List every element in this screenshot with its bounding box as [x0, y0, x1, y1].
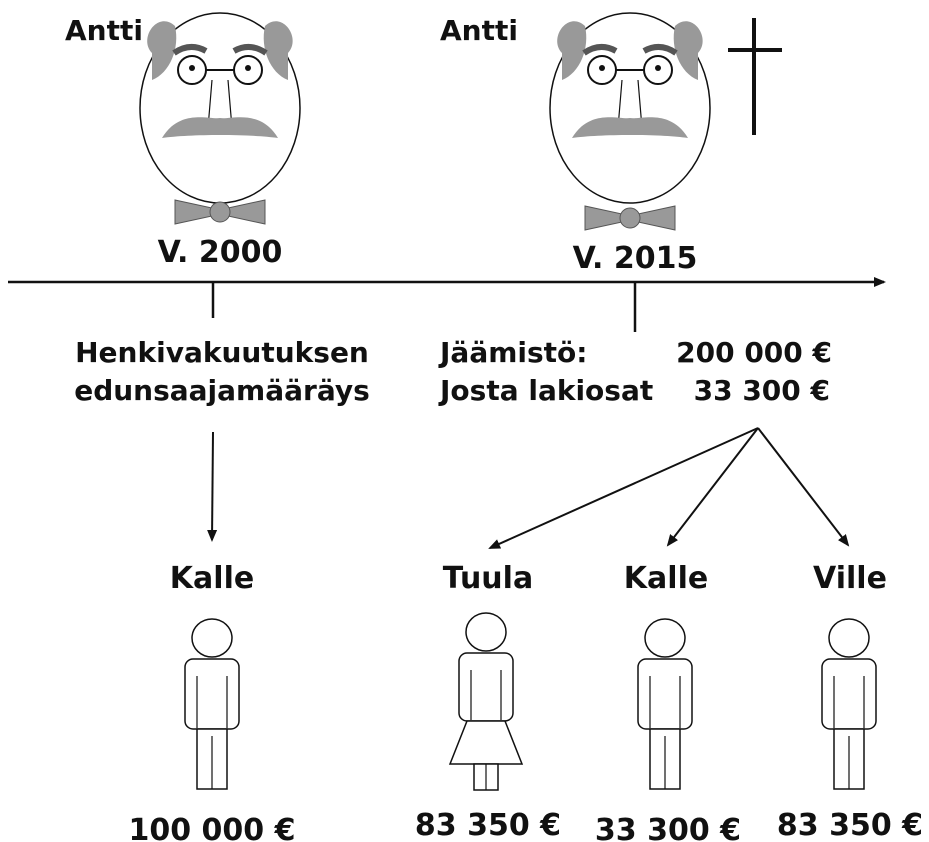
- bowtie-icon: [174, 199, 266, 225]
- antti-face-icon: [140, 13, 300, 203]
- heir-amount-tuula: 83 350 €: [415, 808, 561, 842]
- right-year-label: V. 2015: [573, 241, 698, 276]
- estate-label: Jäämistö:: [438, 336, 587, 369]
- left-person-name: Antti: [65, 14, 143, 47]
- male-person-icon: [821, 618, 877, 790]
- cross-icon: [728, 18, 782, 135]
- estate-value: 200 000 €: [676, 336, 832, 369]
- heir-amount-kalle: 33 300 €: [595, 813, 741, 842]
- antti-face-icon: [550, 13, 710, 203]
- heir-name-ville: Ville: [813, 561, 887, 596]
- heir-name-kalle: Kalle: [624, 561, 708, 596]
- female-person-icon: [448, 612, 524, 791]
- event-line-1: Henkivakuutuksen: [75, 336, 369, 369]
- beneficiary-name: Kalle: [170, 561, 254, 596]
- beneficiary-amount: 100 000 €: [128, 813, 295, 842]
- heir-arrow-ville: [757, 427, 850, 547]
- lakiosat-label: Josta lakiosat: [438, 374, 653, 407]
- left-year-label: V. 2000: [158, 235, 283, 270]
- male-person-icon: [637, 618, 693, 790]
- heir-name-tuula: Tuula: [443, 561, 533, 596]
- lakiosat-value: 33 300 €: [694, 374, 830, 407]
- beneficiary-arrow: [207, 431, 218, 542]
- heir-arrow-kalle: [666, 427, 759, 547]
- right-person-name: Antti: [440, 14, 518, 47]
- event-line-2: edunsaajamääräys: [74, 374, 370, 407]
- bowtie-icon: [584, 205, 676, 231]
- male-person-icon: [184, 618, 240, 790]
- heir-arrow-tuula: [488, 427, 759, 549]
- heir-amount-ville: 83 350 €: [777, 808, 923, 842]
